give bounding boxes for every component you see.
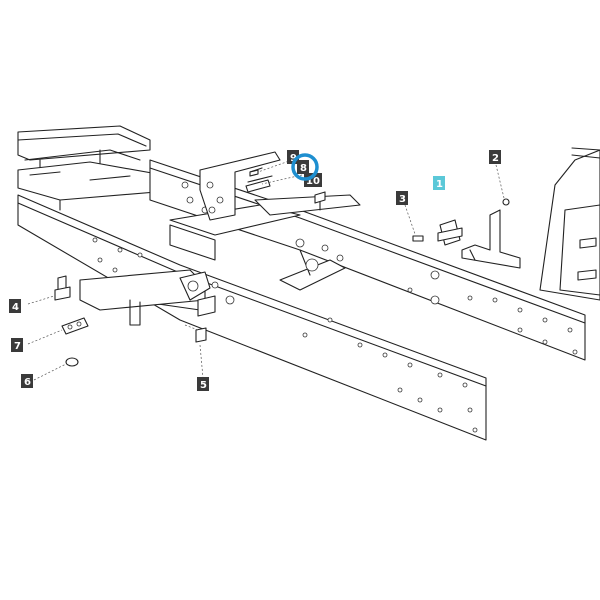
callout-3-text: 3: [399, 194, 406, 205]
callout-4[interactable]: 4: [9, 299, 21, 313]
parts-9-8-10-hardware: [245, 159, 326, 204]
part-2-screw: [495, 164, 510, 206]
callout-1-text: 1: [436, 179, 443, 190]
callout-4-text: 4: [12, 302, 19, 313]
part-6-nut: [33, 357, 79, 381]
callout-8-text: 8: [300, 163, 307, 174]
cross-members: [169, 194, 361, 291]
callout-3[interactable]: 3: [396, 191, 408, 205]
callout-7[interactable]: 7: [11, 338, 23, 352]
callout-6-text: 6: [24, 377, 31, 388]
callout-2-text: 2: [492, 153, 499, 164]
right-side-panel: [539, 147, 600, 301]
callout-5-text: 5: [200, 380, 207, 391]
callout-5[interactable]: 5: [197, 377, 209, 391]
part-5-bolt: [184, 324, 207, 379]
part-4-sensor: [27, 275, 71, 305]
callout-2[interactable]: 2: [489, 150, 501, 164]
callout-10-text: 10: [306, 176, 320, 187]
callout-6[interactable]: 6: [21, 374, 33, 388]
left-rail-holes: [92, 237, 478, 433]
part-7-plate: [27, 317, 89, 345]
callouts: 1 2 3 4 5 6 7 9: [9, 150, 501, 391]
highlight-ring: [291, 153, 319, 181]
callout-9-text: 9: [290, 153, 297, 164]
callout-10[interactable]: 10: [304, 173, 322, 187]
callout-1[interactable]: 1: [433, 176, 445, 190]
part-1-switch-bracket: [437, 209, 521, 269]
callout-7-text: 7: [14, 341, 21, 352]
rear-frame-assembly: [17, 125, 181, 211]
left-main-rail: [17, 194, 487, 441]
pivot-bracket: [179, 271, 216, 317]
callout-8[interactable]: 8: [297, 160, 309, 174]
upper-bracket: [199, 151, 281, 221]
part-3-clip: [404, 204, 424, 242]
